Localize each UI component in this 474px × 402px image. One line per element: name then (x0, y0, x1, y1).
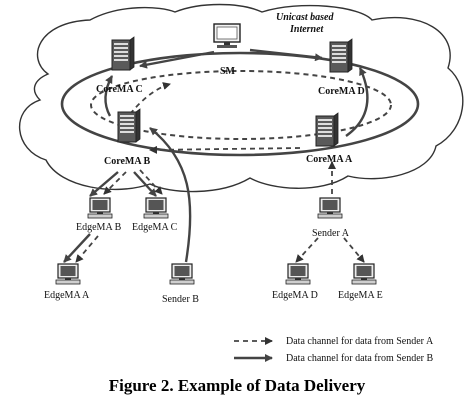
edgema-b-label: EdgeMA B (76, 222, 122, 233)
edgema-e-pc-icon (351, 263, 377, 285)
arrow-b-to-edgema-b (89, 171, 119, 197)
edgema-a-label: EdgeMA A (44, 290, 90, 301)
arrow-b-to-edgema-c (133, 171, 157, 197)
corema-a-server-icon (315, 112, 339, 147)
dashed-arrow-edgema-b-to-edgema-a (75, 235, 99, 263)
dashed-arrow-b-to-edgema-c (139, 169, 163, 195)
dashed-arrow-sender-a-to-edgema-e (343, 237, 365, 263)
legend-sender-b-label: Data channel for data from Sender B (286, 353, 433, 364)
arrow-sm-to-c (139, 50, 215, 69)
arrow-a-to-d (345, 67, 369, 137)
dashed-arrow-b-up (129, 82, 171, 115)
corema-b-server-icon (117, 108, 141, 143)
dashed-arrow-a-to-b (149, 145, 301, 154)
cloud-label-line2: Internet (289, 24, 325, 35)
corema-d-label: CoreMA D (318, 86, 365, 97)
sender-a-pc-icon (317, 197, 343, 219)
arrow-sender-b-to-corema-b (149, 127, 192, 263)
legend-sender-a-label: Data channel for data from Sender A (286, 336, 434, 347)
sender-a-ring (90, 70, 392, 140)
sender-b-label: Sender B (162, 294, 199, 305)
dashed-arrow-sender-a-to-edgema-d (295, 237, 319, 263)
corema-b-label: CoreMA B (104, 156, 151, 167)
internet-cloud (18, 3, 464, 193)
arrow-b-to-c (104, 75, 114, 117)
arrow-edgema-b-to-edgema-a (63, 233, 91, 263)
arrow-sm-to-d (249, 48, 323, 62)
cloud-label-line1: Unicast based (276, 12, 335, 23)
sm-label: SM (220, 66, 236, 77)
edgema-a-pc-icon (55, 263, 81, 285)
edgema-c-pc-icon (143, 197, 169, 219)
edgema-c-label: EdgeMA C (132, 222, 178, 233)
edgema-e-label: EdgeMA E (338, 290, 383, 301)
edgema-d-pc-icon (285, 263, 311, 285)
corema-c-server-icon (111, 36, 135, 71)
figure-caption: Figure 2. Example of Data Delivery (109, 376, 366, 395)
sender-b-pc-icon (169, 263, 195, 285)
corema-c-label: CoreMA C (96, 84, 143, 95)
corema-d-server-icon (329, 38, 353, 73)
edgema-b-pc-icon (87, 197, 113, 219)
sender-a-label: Sender A (312, 228, 350, 239)
edgema-d-label: EdgeMA D (272, 290, 318, 301)
corema-a-label: CoreMA A (306, 154, 353, 165)
sender-b-ring (60, 51, 420, 157)
